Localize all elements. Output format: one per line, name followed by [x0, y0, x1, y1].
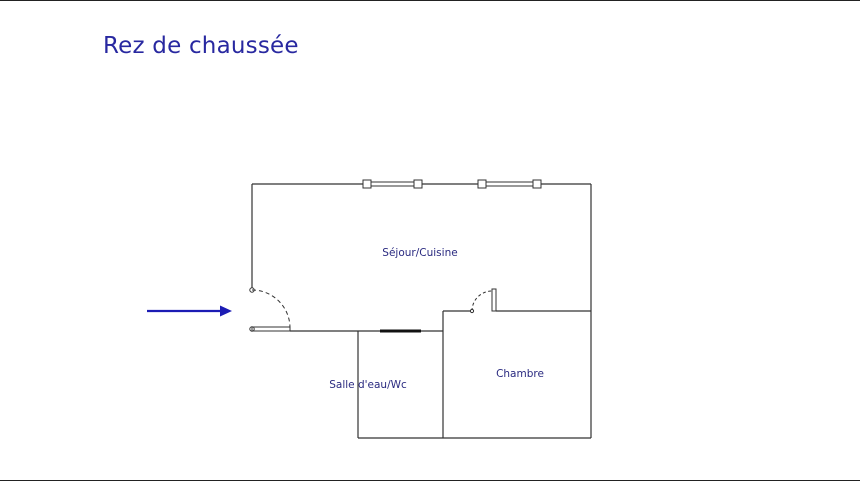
window-2: [477, 179, 542, 189]
entrance-door: [249, 287, 291, 332]
page-title: Rez de chaussée: [103, 33, 299, 59]
arrow-right-icon: [147, 305, 232, 317]
window-1: [362, 179, 423, 189]
bedroom-door: [469, 288, 497, 314]
room-label-sejour: Séjour/Cuisine: [382, 247, 457, 259]
interior-walls: [290, 310, 591, 438]
room-label-chambre: Chambre: [496, 368, 544, 380]
room-label-salle-eau: Salle d'eau/Wc: [329, 379, 407, 391]
